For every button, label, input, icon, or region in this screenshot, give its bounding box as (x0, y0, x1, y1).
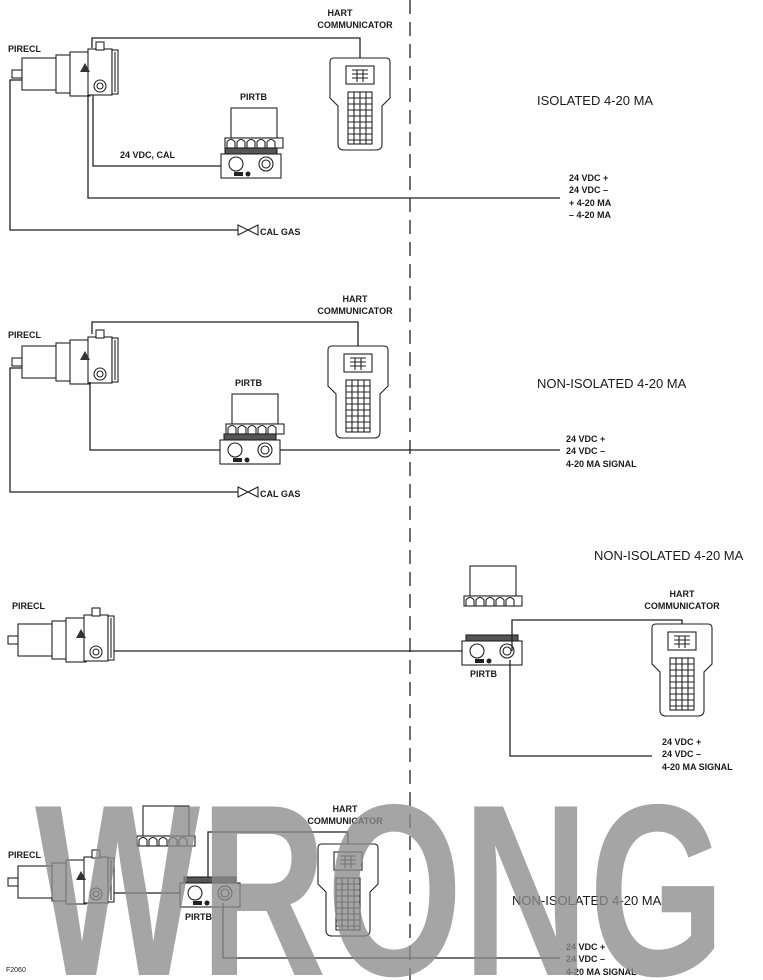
pirecl-label: PIRECL (8, 850, 42, 860)
mode-label: NON-ISOLATED 4-20 MA (512, 893, 662, 908)
signal-line-1: 24 VDC + (569, 173, 608, 183)
pirecl-label: PIRECL (8, 44, 42, 54)
pirtb-base (461, 634, 523, 666)
mode-label: ISOLATED 4-20 MA (537, 93, 653, 108)
pirtb-cap (225, 393, 285, 435)
pirtb-label: PIRTB (185, 912, 213, 922)
signal-line-4: – 4-20 MA (569, 210, 612, 220)
signal-line-3: 4-20 MA SIGNAL (566, 459, 637, 469)
communicator-label: COMMUNICATOR (317, 306, 393, 316)
signal-line-1: 24 VDC + (662, 737, 701, 747)
figure-id: F2060 (6, 967, 26, 974)
pirtb-label: PIRTB (235, 378, 263, 388)
pirtb-label: PIRTB (470, 669, 498, 679)
hart-communicator (327, 345, 389, 439)
hart-communicator (651, 623, 713, 717)
signal-line-1: 24 VDC + (566, 942, 605, 952)
panel-non-isolated-1: PIRECL HART COMMUNICATOR PIRTB NON-ISOLA… (8, 294, 687, 499)
pirtb-cap (224, 107, 284, 149)
signal-line-2: 24 VDC – (569, 185, 608, 195)
pirtb-base (219, 433, 281, 465)
communicator-label: COMMUNICATOR (307, 816, 383, 826)
cal-gas-label: CAL GAS (260, 489, 300, 499)
hart-label: HART (333, 804, 358, 814)
mode-label: NON-ISOLATED 4-20 MA (594, 548, 744, 563)
wire-label: 24 VDC, CAL (120, 150, 176, 160)
communicator-label: COMMUNICATOR (317, 20, 393, 30)
pirecl-label: PIRECL (12, 601, 46, 611)
cal-gas-valve (237, 224, 259, 236)
hart-communicator (329, 57, 391, 151)
cal-gas-valve (237, 486, 259, 498)
panel-isolated: PIRECL HART COMMUNICATOR PIRTB ISOLATED … (8, 8, 653, 237)
hart-label: HART (343, 294, 368, 304)
signal-line-3: + 4-20 MA (569, 198, 612, 208)
cal-gas-label: CAL GAS (260, 227, 300, 237)
mode-label: NON-ISOLATED 4-20 MA (537, 376, 687, 391)
panel-non-isolated-2: PIRECL NON-ISOLATED 4-20 MA PIRTB HART C… (7, 548, 744, 772)
hart-label: HART (328, 8, 353, 18)
communicator-label: COMMUNICATOR (644, 601, 720, 611)
pirecl-label: PIRECL (8, 330, 42, 340)
signal-line-3: 4-20 MA SIGNAL (662, 762, 733, 772)
pirtb-cap (463, 565, 523, 607)
signal-line-2: 24 VDC – (566, 954, 605, 964)
wrong-watermark: WRONG (35, 753, 725, 980)
pirecl-detector (7, 607, 115, 663)
signal-line-1: 24 VDC + (566, 434, 605, 444)
signal-line-3: 4-20 MA SIGNAL (566, 967, 637, 977)
signal-line-2: 24 VDC – (566, 446, 605, 456)
panel-wrong: PIRECL PIRTB HART COMMUNICATOR NON-ISOLA… (7, 804, 662, 977)
pirtb-label: PIRTB (240, 92, 268, 102)
hart-label: HART (670, 589, 695, 599)
pirtb-base (220, 147, 282, 179)
signal-line-2: 24 VDC – (662, 749, 701, 759)
